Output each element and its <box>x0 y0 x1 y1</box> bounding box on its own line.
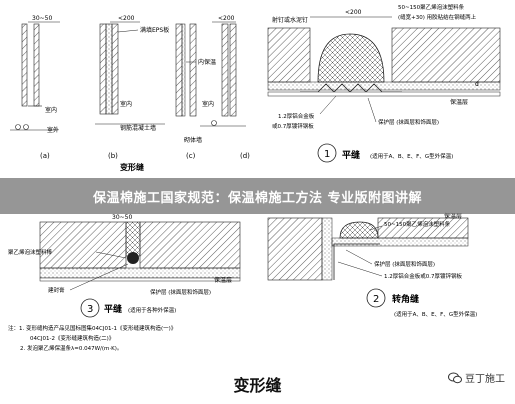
caption-title: 变形缝 <box>233 376 282 395</box>
wall-2-left <box>267 217 323 281</box>
detail-num-3: 3 <box>87 304 93 315</box>
protect-label-3: 保护层 (抹面层和饰面层) <box>150 288 211 296</box>
wall-b-right <box>111 23 119 115</box>
foam-rod-1 <box>317 33 385 83</box>
foam-rod-2 <box>339 221 379 239</box>
wall-2-right <box>377 217 469 239</box>
temp-label-1: 保温层 <box>450 98 468 106</box>
metal-sheet-2 <box>333 243 380 280</box>
detail-note-1: (适用于A、B、E、F、G型外保温) <box>370 152 453 160</box>
detail-1: <200 射钉或水泥钉 50~150聚乙烯泡沫塑料条 (缝宽+30) 用胶粘结在… <box>267 3 501 163</box>
wall-3-right <box>139 221 241 269</box>
eps-fill-b <box>105 23 113 115</box>
detail-note-3: (适用于各种外保温) <box>128 306 176 314</box>
wall-3-left <box>39 221 127 269</box>
foam-rod-3 <box>127 252 139 264</box>
watermark: 豆丁施工 <box>448 370 505 385</box>
wall-d-left <box>221 23 229 117</box>
wall-a-left <box>21 23 28 107</box>
detail-3: 30~50 聚乙烯泡沫塑料棒 建封膏 保护层 (抹面层和饰面层) 保温层 3 平… <box>8 214 241 352</box>
sealant-label: 建封膏 <box>48 286 65 294</box>
top-left-sections: 30~50 <200 <200 室内 室外 (a) 满填EPS板 室内 钢筋混凝… <box>10 15 250 172</box>
section-label: 变形缝 <box>120 162 144 172</box>
d-label-1: d <box>475 81 479 88</box>
insulation-layer-1 <box>267 81 501 91</box>
sub-label-b: (b) <box>108 152 118 160</box>
sheet-label-2b: 1.2厚铝合金板或0.7厚镀锌钢板 <box>384 272 462 280</box>
eps-label: 满填EPS板 <box>140 26 169 34</box>
wall-1-left <box>267 27 311 83</box>
protect-label-1: 保护层 (抹面层和饰面层) <box>378 118 439 126</box>
insulation-horz-2 <box>331 237 469 247</box>
detail-2: 保温层 50~150聚乙烯泡沫塑料条 保护层 (抹面层和饰面层) 1.2厚铝合金… <box>267 212 477 318</box>
sub-label-a: (a) <box>40 152 50 160</box>
detail-title-1: 平缝 <box>342 149 360 161</box>
wall-d-right <box>229 23 237 117</box>
dim-label-b: <200 <box>118 15 135 22</box>
title-banner <box>0 178 515 214</box>
sheet-label-1: 1.2厚铝合金板 <box>278 112 315 120</box>
wall-c-right <box>189 23 197 117</box>
protect-label-2: 保护层 (抹面层和饰面层) <box>374 260 435 268</box>
masonry-label: 砌体墙 <box>184 136 202 144</box>
detail-note-2: (适用于A、B、E、F、G型外保温) <box>394 310 477 318</box>
room-label-c: 室内 <box>202 100 214 108</box>
banner-title: 保温棉施工国家规范：保温棉施工方法 专业版附图讲解 <box>92 191 423 206</box>
protect-layer-3 <box>39 277 241 282</box>
detail-num-circle-3 <box>80 298 100 318</box>
note-line-2: 04CJ01-2《变形缝建筑构造(二)》 <box>30 334 114 342</box>
note-line-3: 2. 发泡聚乙烯保温条λ=0.047W/(m·K)。 <box>20 344 122 352</box>
detail-num-1: 1 <box>324 149 330 160</box>
wall-a-right <box>33 23 40 107</box>
dim-label-1: <200 <box>345 9 362 16</box>
dim-label-a: 30~50 <box>32 15 52 22</box>
rod-label-1: 50~150聚乙烯泡沫塑料条 <box>398 3 465 11</box>
detail-title-2: 转角缝 <box>392 293 419 305</box>
dim-label-c: <200 <box>218 15 235 22</box>
concrete-wall-label: 钢筋混凝土墙 <box>120 124 156 132</box>
sheet-label-2: 或0.7厚镀锌钢板 <box>272 122 314 130</box>
watermark-text: 豆丁施工 <box>465 374 505 385</box>
inner-temp-c <box>181 23 186 117</box>
insulation-layer-3 <box>39 267 241 279</box>
sub-label-d: (d) <box>240 152 250 160</box>
nail-label: 射钉或水泥钉 <box>272 16 308 24</box>
inner-temp-label: 内保温 <box>198 58 216 66</box>
detail-num-2: 2 <box>373 294 379 305</box>
rod-label-2: (缝宽+30) 用胶粘结在钢缝两上 <box>398 13 477 21</box>
detail-num-circle-1 <box>317 143 337 163</box>
sub-label-c: (c) <box>186 152 196 160</box>
wall-1-right <box>391 27 501 83</box>
wall-b-left <box>99 23 107 115</box>
detail-title-3: 平缝 <box>104 303 122 315</box>
note-line-1: 注：1. 变形缝构造产品见国标图集04CJ01-1《变形缝建筑构造(一)》 <box>8 324 176 332</box>
foam-fill-3 <box>125 221 141 257</box>
rod-label-3: 聚乙烯泡沫塑料棒 <box>8 248 53 256</box>
rod-label-2b: 50~150聚乙烯泡沫塑料条 <box>384 220 451 228</box>
protect-layer-1 <box>267 91 501 97</box>
temp-label-3: 保温层 <box>214 276 232 284</box>
temp-label-2: 保温层 <box>444 212 462 220</box>
wall-c-left <box>175 23 183 117</box>
room-label-a: 室内 <box>45 106 57 114</box>
detail-num-circle-2 <box>366 288 386 308</box>
dim-label-3: 30~50 <box>112 214 132 221</box>
room-label-b: 室内 <box>120 100 132 108</box>
wechat-icon <box>448 372 462 383</box>
insulation-vert-2 <box>321 217 333 281</box>
